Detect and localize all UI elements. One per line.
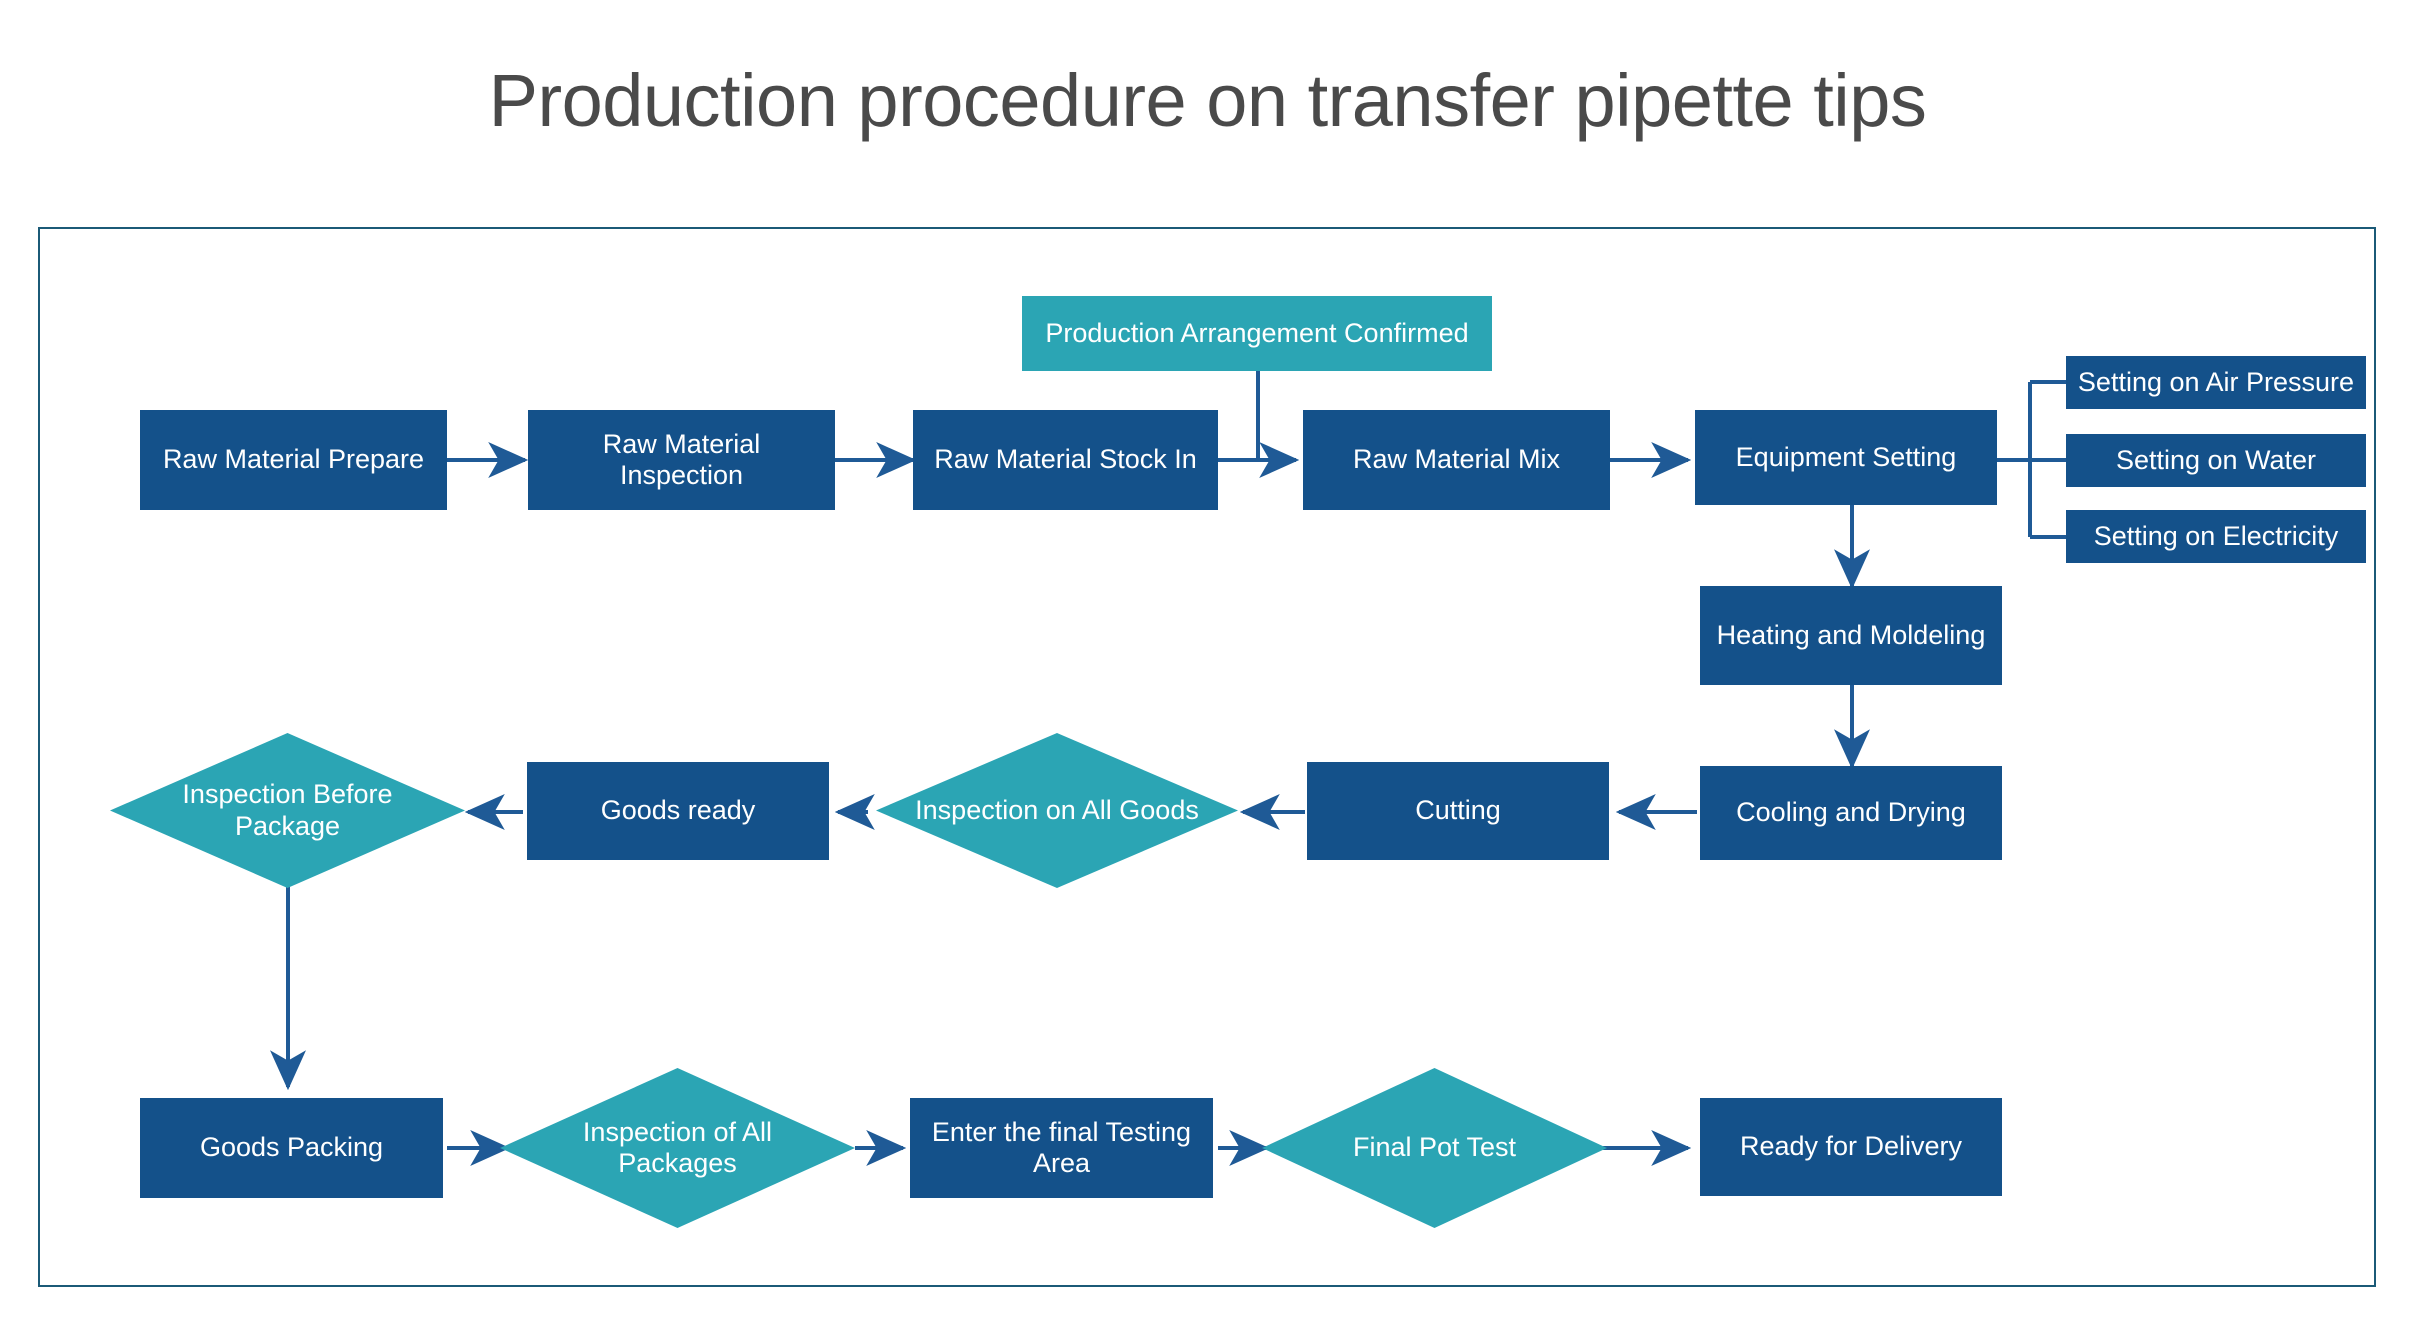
node-label: Setting on Air Pressure — [2077, 366, 2355, 397]
node-production-arrangement-confirmed[interactable]: Production Arrangement Confirmed — [1022, 296, 1492, 371]
node-setting-on-air-pressure[interactable]: Setting on Air Pressure — [2066, 356, 2366, 409]
node-inspection-of-all-packages[interactable]: Inspection of All Packages — [500, 1068, 855, 1228]
node-label: Heating and Moldeling — [1716, 619, 1986, 650]
node-enter-the-final-testing-area[interactable]: Enter the final Testing Area — [910, 1098, 1213, 1198]
node-label: Cooling and Drying — [1736, 797, 1966, 828]
node-raw-material-inspection[interactable]: Raw Material Inspection — [528, 410, 835, 510]
node-label: Goods ready — [600, 795, 756, 826]
node-label: Ready for Delivery — [1739, 1131, 1963, 1162]
page-title: Production procedure on transfer pipette… — [488, 59, 1927, 142]
node-cutting[interactable]: Cutting — [1307, 762, 1609, 860]
node-label: Raw Material Stock In — [934, 444, 1197, 475]
node-label: Inspection of All Packages — [582, 1116, 773, 1178]
node-label: Inspection on All Goods — [915, 794, 1199, 825]
node-label: Enter the final Testing Area — [931, 1116, 1192, 1178]
node-label: Final Pot Test — [1352, 1132, 1517, 1163]
node-heating-and-moldeling[interactable]: Heating and Moldeling — [1700, 586, 2002, 685]
node-label: Cutting — [1415, 795, 1501, 826]
node-label: Goods Packing — [199, 1132, 384, 1163]
node-label: Setting on Water — [2115, 444, 2317, 475]
node-label: Raw Material Mix — [1352, 444, 1561, 475]
node-final-pot-test[interactable]: Final Pot Test — [1262, 1068, 1607, 1228]
diagram-frame — [38, 227, 2376, 1287]
node-label: Inspection Before Package — [182, 779, 393, 841]
node-label: Equipment Setting — [1735, 441, 1957, 472]
node-inspection-on-all-goods[interactable]: Inspection on All Goods — [876, 733, 1238, 888]
node-setting-on-water[interactable]: Setting on Water — [2066, 434, 2366, 487]
node-raw-material-prepare[interactable]: Raw Material Prepare — [140, 410, 447, 510]
node-goods-ready[interactable]: Goods ready — [527, 762, 829, 860]
node-equipment-setting[interactable]: Equipment Setting — [1695, 410, 1997, 505]
node-setting-on-electricity[interactable]: Setting on Electricity — [2066, 510, 2366, 563]
node-goods-packing[interactable]: Goods Packing — [140, 1098, 443, 1198]
node-label: Raw Material Prepare — [162, 444, 425, 475]
node-inspection-before-package[interactable]: Inspection Before Package — [110, 733, 465, 888]
node-cooling-and-drying[interactable]: Cooling and Drying — [1700, 766, 2002, 860]
node-raw-material-mix[interactable]: Raw Material Mix — [1303, 410, 1610, 510]
node-raw-material-stock-in[interactable]: Raw Material Stock In — [913, 410, 1218, 510]
node-label: Raw Material Inspection — [602, 428, 761, 490]
node-ready-for-delivery[interactable]: Ready for Delivery — [1700, 1098, 2002, 1196]
node-label: Setting on Electricity — [2093, 520, 2339, 551]
node-label: Production Arrangement Confirmed — [1045, 317, 1469, 348]
